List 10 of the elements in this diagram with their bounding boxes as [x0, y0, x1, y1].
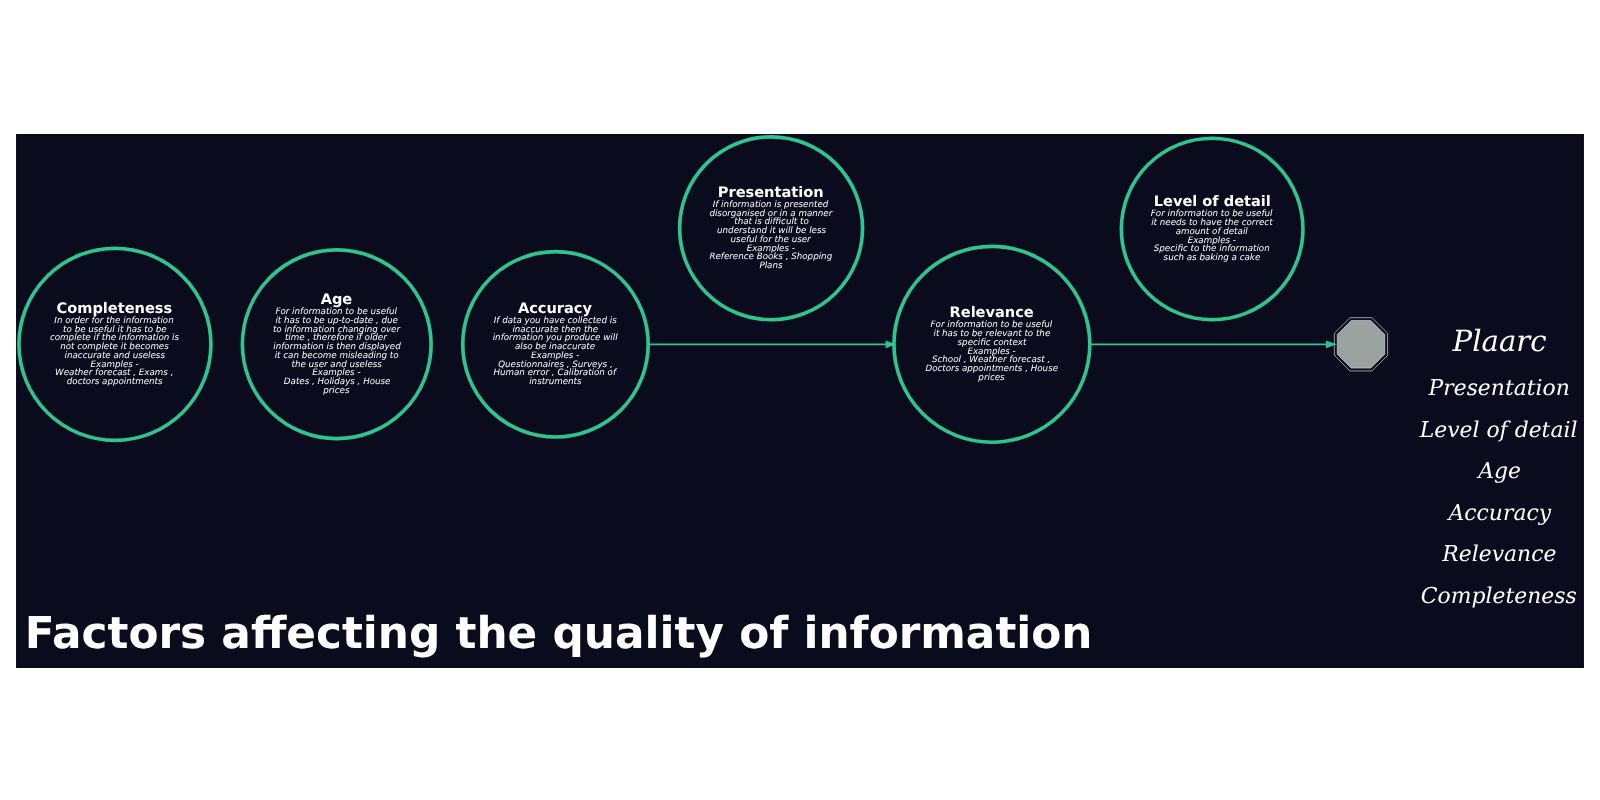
label: Age [1478, 457, 1521, 484]
label: Presentation [1428, 374, 1570, 401]
label: Level of detail [1419, 415, 1578, 442]
label: Accuracy [1448, 498, 1552, 525]
arrow [1089, 339, 1337, 348]
diagram-title: Factors affecting the quality of information [24, 609, 1093, 660]
arrow [647, 339, 897, 348]
label: Completeness [1420, 582, 1577, 609]
label: Plaarc [1452, 323, 1547, 358]
label: Relevance [1442, 540, 1557, 567]
